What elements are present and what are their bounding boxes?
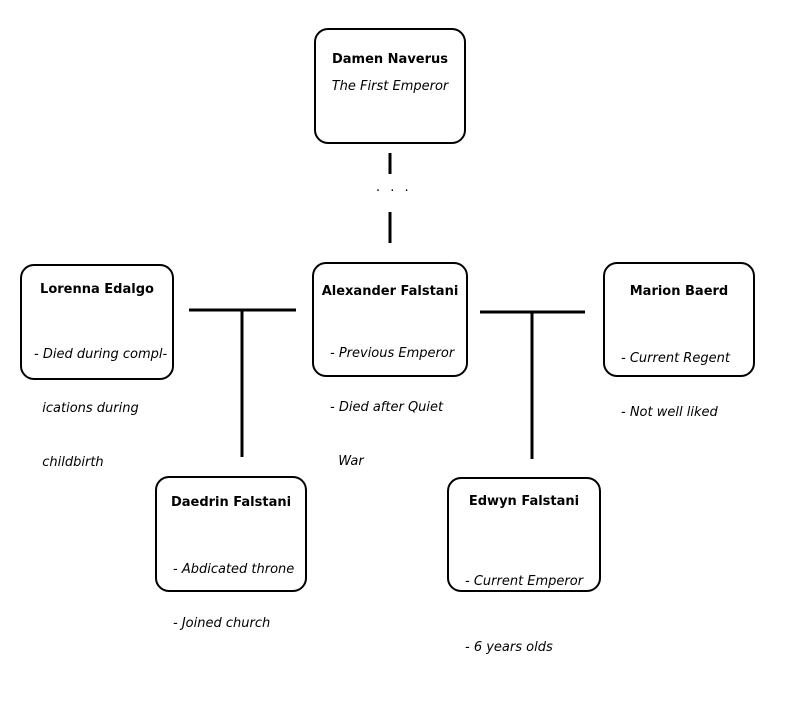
detail-line: - Died during compl- xyxy=(34,347,168,362)
person-name: Daedrin Falstani xyxy=(170,495,292,510)
person-details: - Abdicated throne - Joined church xyxy=(173,525,305,669)
person-title: The First Emperor xyxy=(331,79,449,94)
detail-line: War xyxy=(330,454,364,469)
person-node-edwyn: Edwyn Falstani - Current Emperor - 6 yea… xyxy=(447,477,601,655)
detail-line: - Current Regent xyxy=(621,351,730,366)
detail-line: - Died after Quiet xyxy=(330,400,444,415)
person-node-marion: Marion Baerd - Current Regent - Not well… xyxy=(603,262,755,420)
family-connectors xyxy=(189,153,585,459)
detail-line: - Abdicated throne xyxy=(173,562,295,577)
detail-line: - Previous Emperor xyxy=(330,346,455,361)
person-details: - Died during compl- ications during chi… xyxy=(34,310,172,508)
person-name: Edwyn Falstani xyxy=(468,494,580,509)
person-name: Damen Naverus xyxy=(331,52,449,67)
person-details: - Previous Emperor - Died after Quiet Wa… xyxy=(330,309,466,507)
detail-line: - Current Emperor xyxy=(465,574,584,589)
detail-line: childbirth xyxy=(34,455,104,470)
detail-line: - Joined church xyxy=(173,616,271,631)
person-name: Lorenna Edalgo xyxy=(40,282,154,297)
detail-line: - Not well liked xyxy=(621,405,718,420)
detail-line: - 6 years olds xyxy=(465,640,553,655)
person-name: Alexander Falstani xyxy=(321,284,459,299)
person-name: Marion Baerd xyxy=(629,284,729,299)
person-details: - Current Regent - Not well liked xyxy=(621,314,753,458)
generation-gap-marker: . . . xyxy=(376,180,412,195)
person-node-damen: Damen Naverus The First Emperor xyxy=(314,28,466,144)
person-details: - Current Emperor - 6 years olds xyxy=(465,527,599,703)
person-node-alexander: Alexander Falstani - Previous Emperor - … xyxy=(312,262,468,469)
person-node-lorenna: Lorenna Edalgo - Died during compl- icat… xyxy=(20,264,174,470)
detail-line: ications during xyxy=(34,401,139,416)
person-node-daedrin: Daedrin Falstani - Abdicated throne - Jo… xyxy=(155,476,307,631)
